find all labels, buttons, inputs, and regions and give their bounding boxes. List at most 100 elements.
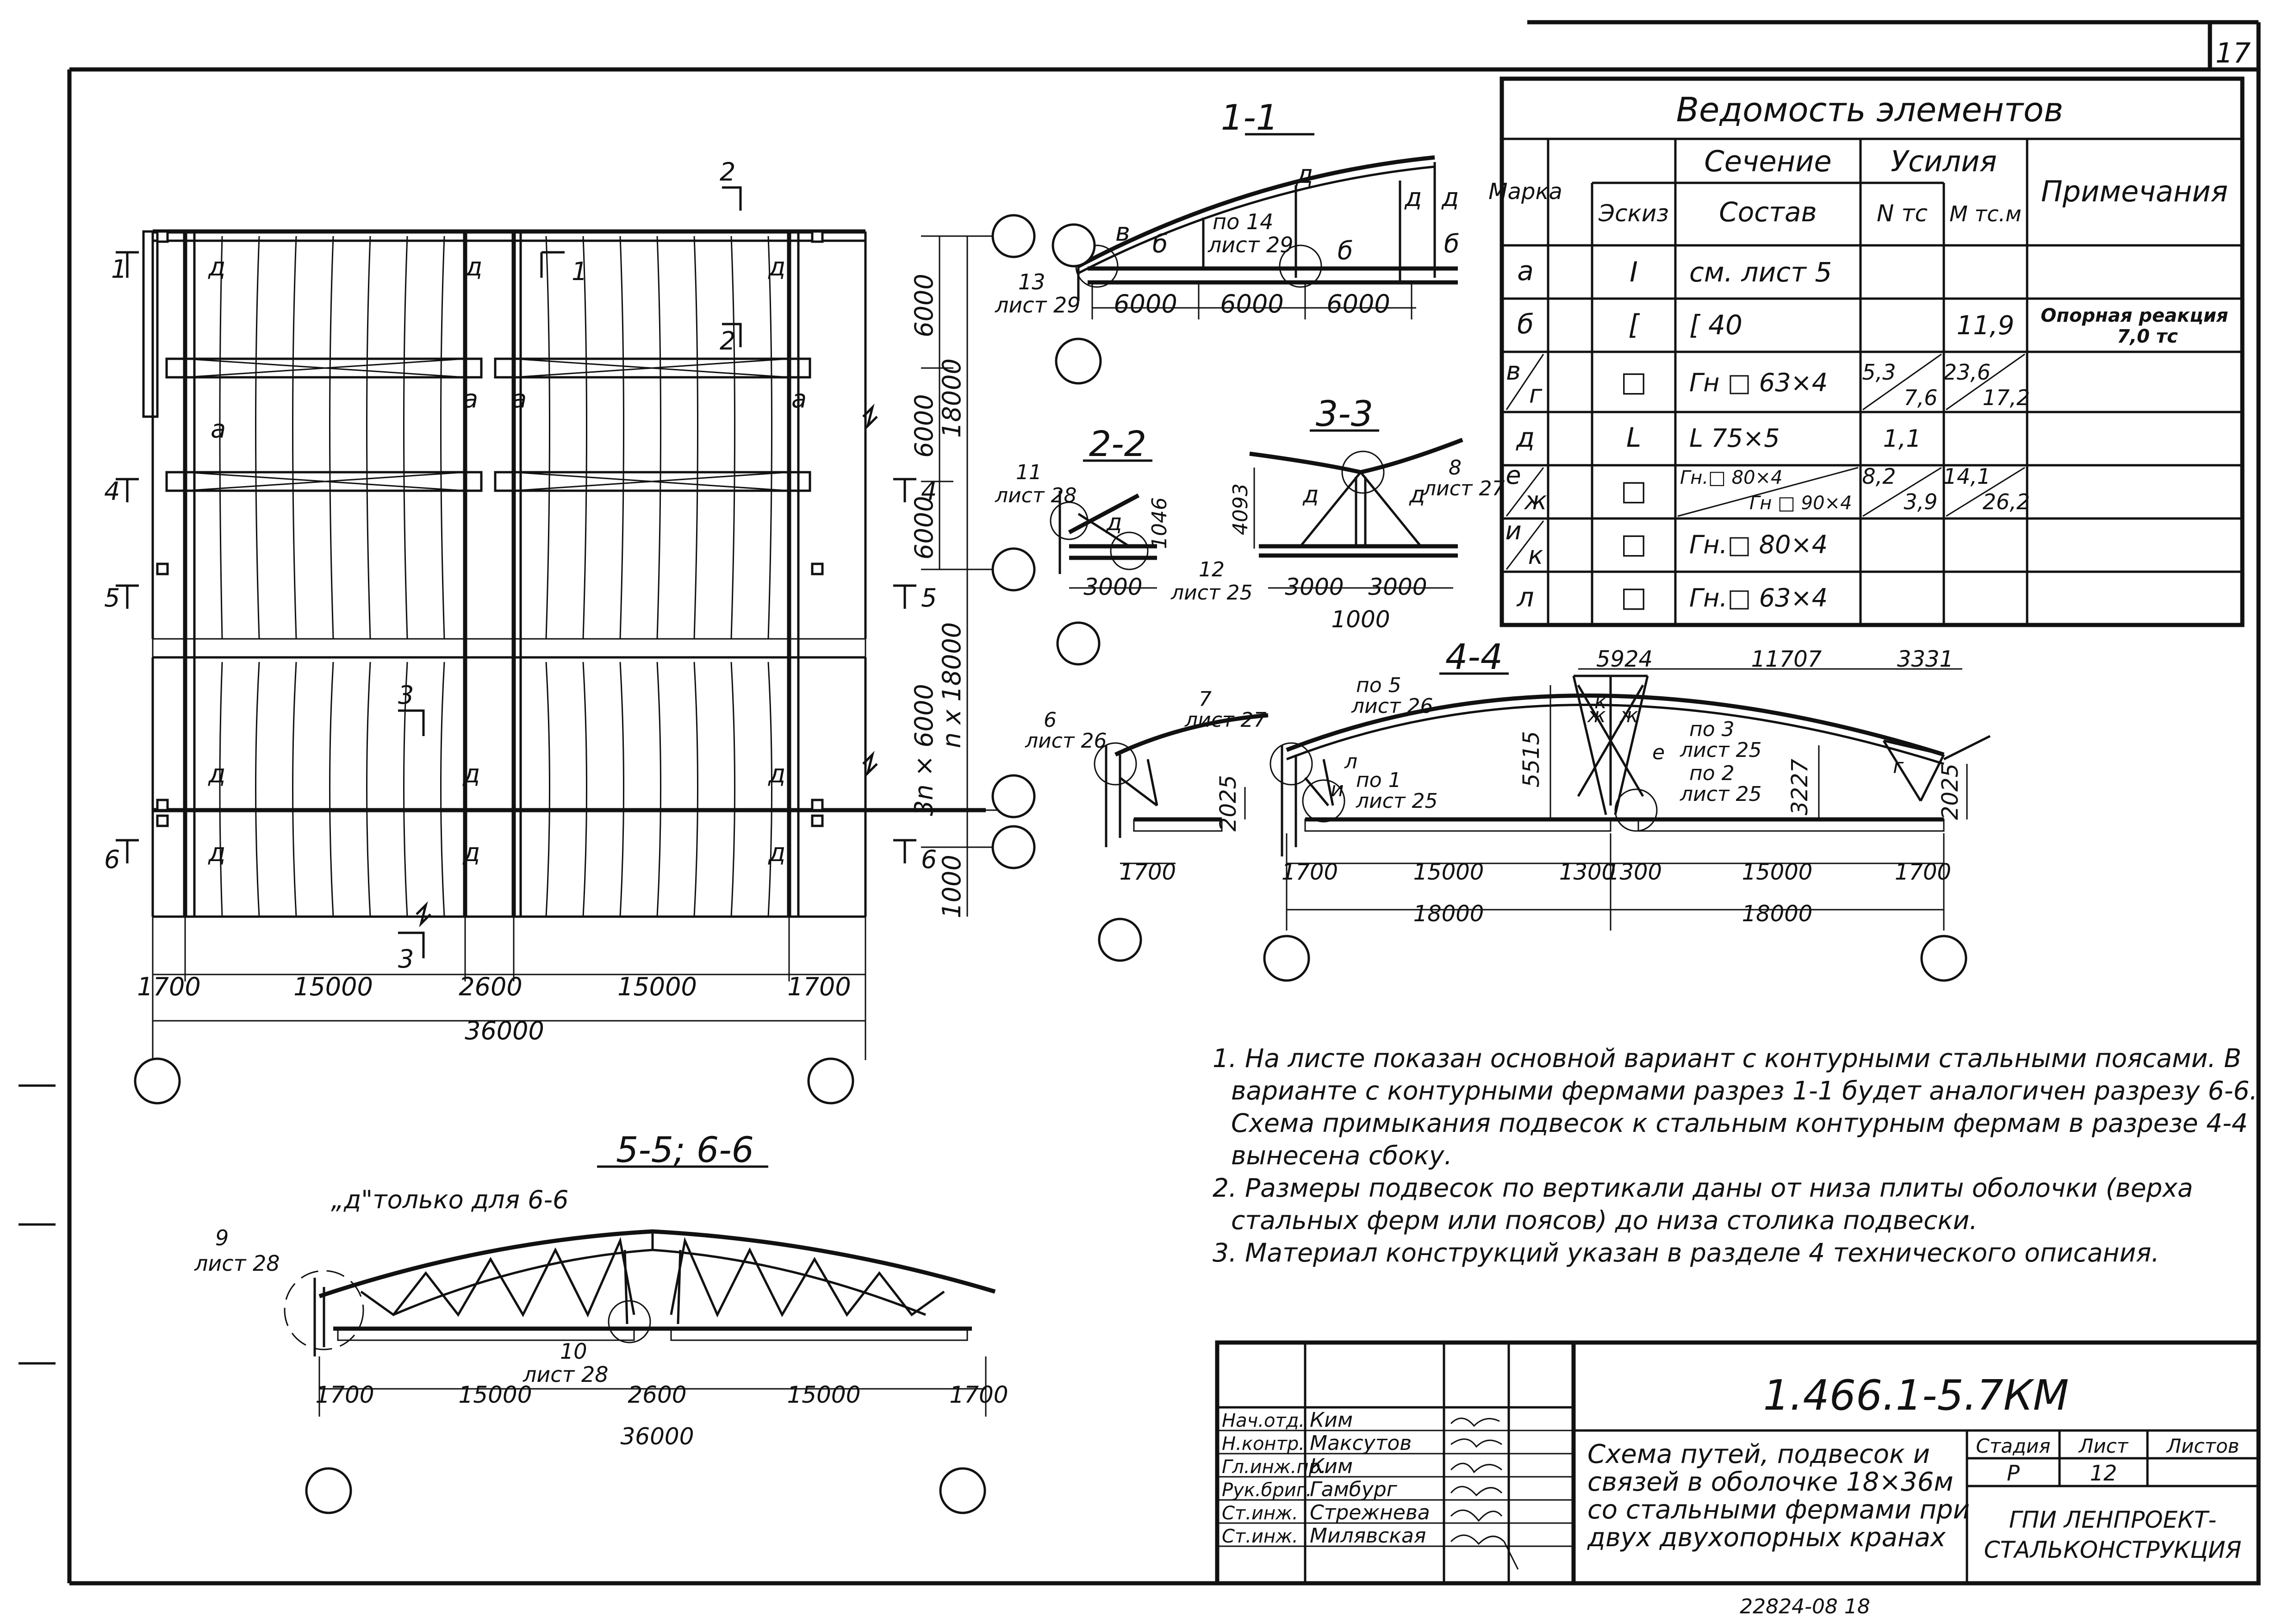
dim: 6000	[1114, 289, 1177, 319]
callout-sheet: лист 27	[1184, 708, 1267, 732]
row-n-2: 3,9	[1904, 489, 1937, 514]
element-mark: д	[1302, 481, 1319, 508]
dim: 15000	[458, 1381, 532, 1408]
callout-number: 11	[1016, 461, 1042, 484]
element-mark: к	[1594, 690, 1607, 713]
element-mark: д	[768, 838, 785, 867]
callout-number: по 5	[1356, 674, 1401, 697]
element-mark: д	[465, 252, 482, 281]
section-2-2-labels: 2-2 11 лист 28 12 лист 25 3000 1046 д	[995, 423, 1253, 605]
element-mark: а	[791, 384, 807, 413]
signature	[1450, 1486, 1503, 1497]
plan-dim: 6000	[909, 274, 939, 337]
element-mark: д	[208, 759, 225, 788]
section-4-4-labels: 4-4 5924 11707 3331 5515 3227 2025 2025 …	[1025, 636, 1963, 927]
table-title: Ведомость элементов	[1676, 90, 2064, 129]
element-mark: д	[1295, 160, 1313, 189]
row-note: Опорная реакция	[2041, 305, 2228, 326]
dim: 1700	[1282, 859, 1338, 885]
element-mark: л	[1344, 750, 1357, 774]
element-mark: г	[1893, 755, 1904, 778]
callout-number: 9	[215, 1225, 229, 1250]
element-mark: д	[1409, 481, 1425, 508]
plan-total-dim: 36000	[465, 1016, 544, 1045]
element-mark: е	[1652, 741, 1665, 764]
element-mark: д	[1106, 509, 1122, 536]
row-composition: Гн □ 63×4	[1689, 368, 1828, 397]
drawing-code: 1.466.1-5.7КМ	[1763, 1371, 2069, 1420]
staff-role: Ст.инж.	[1222, 1526, 1298, 1547]
section-title: 5-5; 6-6	[616, 1129, 754, 1170]
dim: 1700	[949, 1381, 1008, 1408]
callout-number: 8	[1449, 456, 1462, 480]
note-line: вынесена сбоку.	[1231, 1141, 1452, 1170]
element-mark: д	[1441, 183, 1459, 212]
callout-sheet: лист 28	[523, 1362, 609, 1387]
element-mark: а	[463, 384, 478, 413]
note-line: Схема примыкания подвесок к стальным кон…	[1231, 1108, 2248, 1138]
signature	[1450, 1534, 1519, 1570]
height-dim: 5515	[1518, 731, 1544, 787]
element-mark: б	[1338, 236, 1353, 265]
row-composition: L 75×5	[1689, 424, 1780, 453]
callout-number: 12	[1199, 558, 1225, 581]
element-mark: а	[511, 384, 527, 413]
section-title: 4-4	[1445, 636, 1503, 677]
plan-dim: 1000	[937, 855, 966, 918]
section-title: 2-2	[1089, 423, 1146, 464]
section-2-2	[1050, 459, 1157, 666]
element-mark: и	[1331, 778, 1344, 801]
staff-role: Ст.инж.	[1222, 1503, 1298, 1524]
callout-number: по 1	[1356, 768, 1401, 792]
col-notes-header: Примечания	[2041, 175, 2228, 208]
dim: 3000	[1285, 574, 1344, 600]
plan-dim: 2600	[459, 972, 522, 1001]
callout-sheet: лист 28	[995, 484, 1077, 507]
height-dim: 4093	[1229, 483, 1252, 535]
section-4-4	[1094, 668, 1991, 982]
sheet-frame	[19, 20, 2261, 1586]
organization: СТАЛЬКОНСТРУКЦИЯ	[1984, 1537, 2242, 1563]
row-note-2: 7,0 тс	[2117, 326, 2178, 347]
title-block: 1.466.1-5.7КМ Нач.отд. Ким Н.контр. Макс…	[1222, 1371, 2241, 1563]
plan-dim: 3n × 6000	[909, 684, 939, 816]
row-sketch: [	[1628, 309, 1640, 341]
elements-table-grid	[1500, 76, 2245, 627]
sheet-description: со стальными фермами при	[1587, 1495, 1970, 1525]
sheet-description: связей в оболочке 18×36м	[1587, 1467, 1954, 1497]
section-1-1-labels: 1-1 6000 6000 6000 13 лист 29 по 14 лист…	[995, 97, 1459, 319]
callout-sheet: лист 27	[1423, 477, 1505, 500]
note-line: 3. Материал конструкций указан в разделе…	[1213, 1238, 2159, 1268]
title-block-grid	[1215, 1340, 2261, 1586]
col-forces-header: Усилия	[1891, 144, 1997, 178]
row-composition: [ 40	[1689, 309, 1742, 341]
dim: 11707	[1751, 646, 1822, 672]
dim: 3000	[1083, 574, 1142, 600]
staff-role: Н.контр.	[1222, 1433, 1305, 1455]
element-mark: ж	[1619, 704, 1638, 727]
element-mark: б	[1444, 229, 1459, 258]
callout-number: 13	[1018, 269, 1045, 294]
dim: 6000	[1326, 289, 1390, 319]
element-mark: д	[208, 252, 225, 281]
callout-sheet: лист 25	[1170, 581, 1253, 605]
section-mark: 3	[398, 944, 414, 974]
staff-role: Рук.бриг.	[1222, 1480, 1312, 1501]
callout-sheet: лист 29	[995, 293, 1081, 318]
plan-view	[116, 186, 1036, 1105]
staff-name: Ким	[1310, 1408, 1353, 1432]
row-m-2: 17,2	[1983, 385, 2030, 410]
row-mark-2: г	[1529, 380, 1543, 409]
row-sketch: □	[1621, 475, 1647, 507]
sheet-description: двух двухопорных кранах	[1587, 1523, 1946, 1553]
height-dim: 2025	[1937, 763, 1963, 820]
row-mark: л	[1516, 581, 1534, 613]
callout-number: по 14	[1213, 209, 1273, 234]
elements-table: Ведомость элементов Марка Сечение Эскиз …	[1488, 90, 2228, 613]
stage-value: Р	[2007, 1461, 2020, 1486]
dim: 15000	[1742, 859, 1813, 885]
section-mark: 6	[921, 845, 937, 874]
row-composition: Гн.□ 80×4	[1689, 530, 1828, 559]
element-mark: ж	[1587, 704, 1606, 727]
